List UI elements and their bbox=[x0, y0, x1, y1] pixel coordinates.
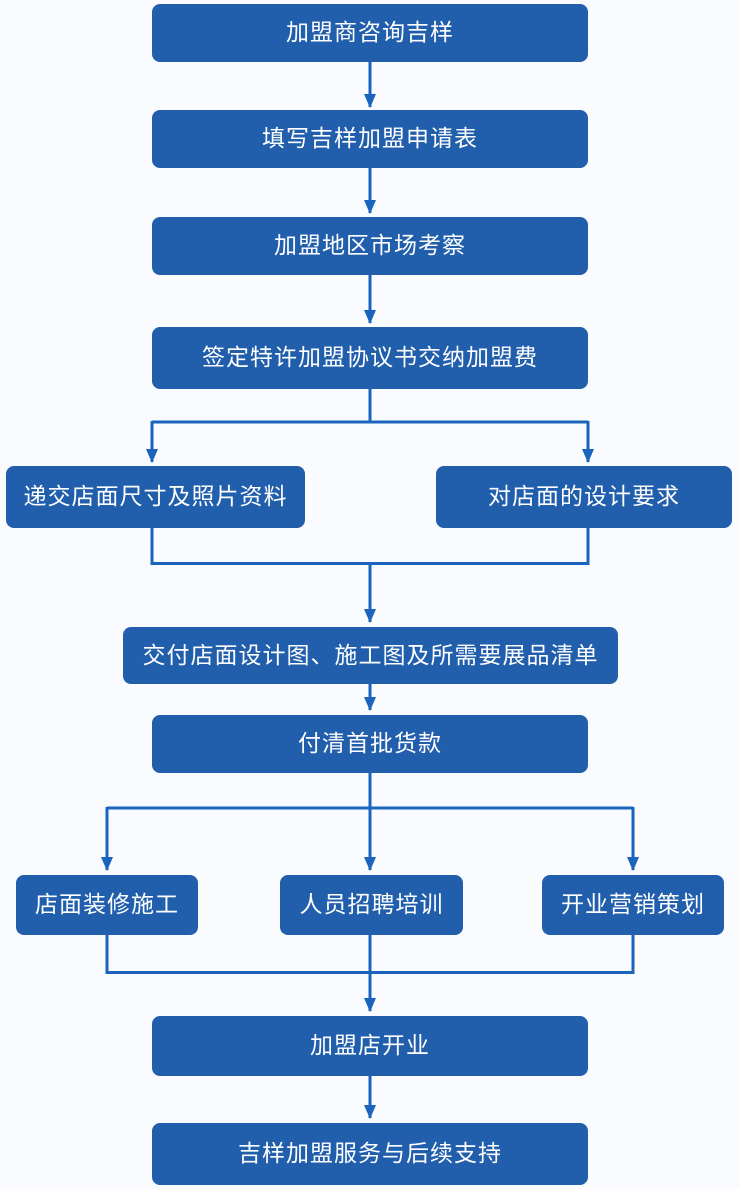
flow-node-design-req: 对店面的设计要求 bbox=[436, 466, 732, 528]
flow-node-recruit: 人员招聘培训 bbox=[280, 875, 463, 935]
flow-node-label: 递交店面尺寸及照片资料 bbox=[23, 483, 288, 510]
flow-node-label: 开业营销策划 bbox=[561, 891, 705, 918]
flow-node-label: 付清首批货款 bbox=[298, 730, 442, 757]
flow-node-label: 对店面的设计要求 bbox=[488, 483, 680, 510]
connector-branch-merge-rail bbox=[150, 528, 590, 565]
flow-node-support: 吉样加盟服务与后续支持 bbox=[152, 1123, 588, 1185]
flow-node-label: 店面装修施工 bbox=[35, 891, 179, 918]
flow-node-sign: 签定特许加盟协议书交纳加盟费 bbox=[152, 327, 588, 389]
flow-node-label: 吉样加盟服务与后续支持 bbox=[238, 1140, 502, 1167]
flow-node-deliver-design: 交付店面设计图、施工图及所需要展品清单 bbox=[123, 627, 618, 684]
flow-node-marketing: 开业营销策划 bbox=[542, 875, 724, 935]
flow-node-label: 签定特许加盟协议书交纳加盟费 bbox=[202, 344, 538, 371]
flow-node-label: 人员招聘培训 bbox=[299, 891, 444, 918]
flow-node-open: 加盟店开业 bbox=[152, 1016, 588, 1076]
flow-node-label: 加盟地区市场考察 bbox=[274, 232, 466, 259]
flow-node-submit-info: 递交店面尺寸及照片资料 bbox=[6, 466, 305, 528]
flow-node-consult: 加盟商咨询吉样 bbox=[152, 4, 588, 62]
flow-node-label: 加盟店开业 bbox=[310, 1032, 430, 1059]
flow-node-label: 交付店面设计图、施工图及所需要展品清单 bbox=[142, 641, 599, 668]
flow-node-label: 填写吉样加盟申请表 bbox=[262, 125, 478, 152]
flow-node-label: 加盟商咨询吉样 bbox=[286, 19, 454, 46]
flow-node-survey: 加盟地区市场考察 bbox=[152, 217, 588, 275]
flow-node-decorate: 店面装修施工 bbox=[16, 875, 198, 935]
flow-node-pay: 付清首批货款 bbox=[152, 715, 588, 773]
flow-node-apply: 填写吉样加盟申请表 bbox=[152, 110, 588, 168]
